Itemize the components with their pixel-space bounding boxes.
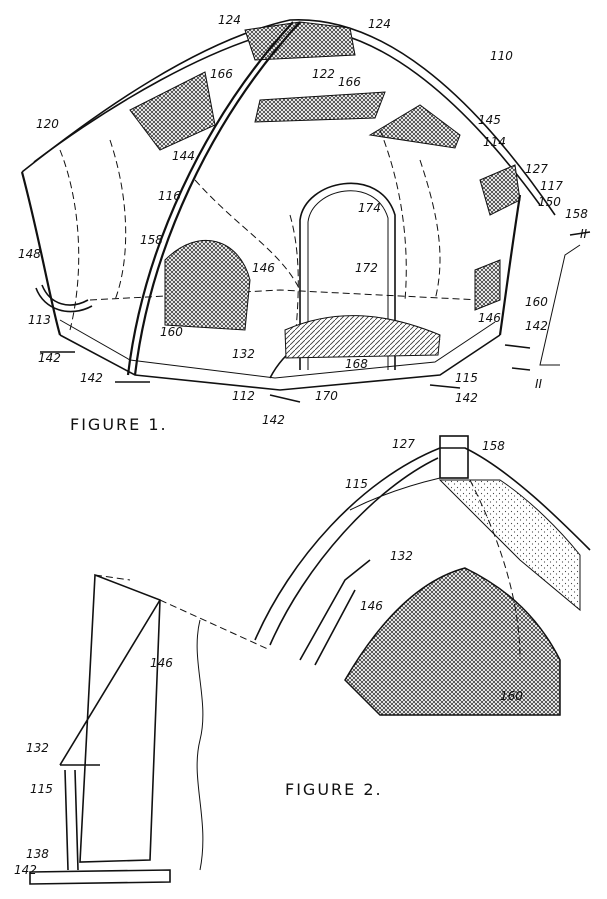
roof-outline bbox=[21, 19, 556, 216]
ref-122: 122 bbox=[312, 67, 335, 81]
pole-front bbox=[133, 21, 301, 376]
mesh-panel-front bbox=[284, 315, 441, 359]
fig2-ref-158: 158 bbox=[482, 439, 505, 453]
detail-mesh-160 bbox=[344, 567, 561, 716]
door-arch bbox=[299, 182, 396, 370]
ref-144: 144 bbox=[172, 149, 195, 163]
ref-116: 116 bbox=[158, 189, 181, 203]
ref-146b: 146 bbox=[478, 311, 501, 325]
figure-1-tent-perspective: 110 124 124 122 166 166 120 145 114 127 … bbox=[18, 13, 591, 434]
ref-110: 110 bbox=[490, 49, 513, 63]
fig2-ref-160: 160 bbox=[500, 689, 523, 703]
ref-148: 148 bbox=[18, 247, 41, 261]
fig2-ref-132a: 132 bbox=[390, 549, 413, 563]
ref-113: 113 bbox=[28, 313, 51, 327]
ref-146a: 146 bbox=[252, 261, 275, 275]
ref-145: 145 bbox=[478, 113, 501, 127]
detail-wall-146 bbox=[79, 573, 161, 863]
mesh-panel-right bbox=[474, 259, 501, 311]
figure-2-detail: 127 158 115 132 146 160 146 132 115 138 … bbox=[14, 435, 591, 885]
ref-112: 112 bbox=[232, 389, 255, 403]
ref-142e: 142 bbox=[262, 413, 285, 427]
detail-stipple bbox=[438, 479, 581, 612]
ref-170: 170 bbox=[315, 389, 338, 403]
ref-150: 150 bbox=[538, 195, 561, 209]
detail-roof-edge bbox=[254, 447, 591, 641]
roof-panel-left bbox=[129, 71, 216, 151]
ref-158b: 158 bbox=[140, 233, 163, 247]
ref-142c: 142 bbox=[80, 371, 103, 385]
fig2-ref-115a: 115 bbox=[345, 477, 368, 491]
ref-127: 127 bbox=[525, 162, 548, 176]
ref-114: 114 bbox=[483, 135, 506, 149]
ref-142b: 142 bbox=[525, 319, 548, 333]
ref-120: 120 bbox=[36, 117, 59, 131]
mesh-panel-left bbox=[164, 239, 251, 331]
detail-pole-115 bbox=[64, 769, 79, 871]
section-mark-top: II bbox=[580, 227, 588, 241]
ref-142d: 142 bbox=[455, 391, 478, 405]
front-wall-edge bbox=[59, 334, 501, 391]
fig2-ref-142: 142 bbox=[14, 863, 37, 877]
ref-115: 115 bbox=[455, 371, 478, 385]
figure-2-caption: FIGURE 2. bbox=[285, 780, 383, 799]
figure-1-caption: FIGURE 1. bbox=[70, 415, 168, 434]
roof-panel-top bbox=[244, 21, 356, 61]
fig2-ref-146a: 146 bbox=[360, 599, 383, 613]
ref-117: 117 bbox=[540, 179, 563, 193]
fig2-ref-132b: 132 bbox=[26, 741, 49, 755]
fig2-ref-127: 127 bbox=[392, 437, 415, 451]
pole-rear-left bbox=[20, 171, 62, 336]
ref-124b: 124 bbox=[368, 17, 391, 31]
ref-124a: 124 bbox=[218, 13, 241, 27]
ref-160b: 160 bbox=[160, 325, 183, 339]
fig2-ref-138: 138 bbox=[26, 847, 49, 861]
ref-142a: 142 bbox=[38, 351, 61, 365]
roof-window bbox=[254, 91, 386, 123]
ref-158a: 158 bbox=[565, 207, 588, 221]
roof-panel-right bbox=[368, 104, 461, 149]
ref-172: 172 bbox=[355, 261, 378, 275]
fig2-ref-115b: 115 bbox=[30, 782, 53, 796]
ref-174: 174 bbox=[358, 201, 381, 215]
ref-166b: 166 bbox=[338, 75, 361, 89]
pole-right bbox=[498, 194, 522, 336]
section-mark-bottom: II bbox=[535, 377, 543, 391]
fig2-ref-146b: 146 bbox=[150, 656, 173, 670]
ref-168: 168 bbox=[345, 357, 368, 371]
ref-160a: 160 bbox=[525, 295, 548, 309]
detail-cap-158 bbox=[439, 435, 469, 479]
ref-132: 132 bbox=[232, 347, 255, 361]
side-panel-right bbox=[479, 164, 521, 216]
ref-166a: 166 bbox=[210, 67, 233, 81]
